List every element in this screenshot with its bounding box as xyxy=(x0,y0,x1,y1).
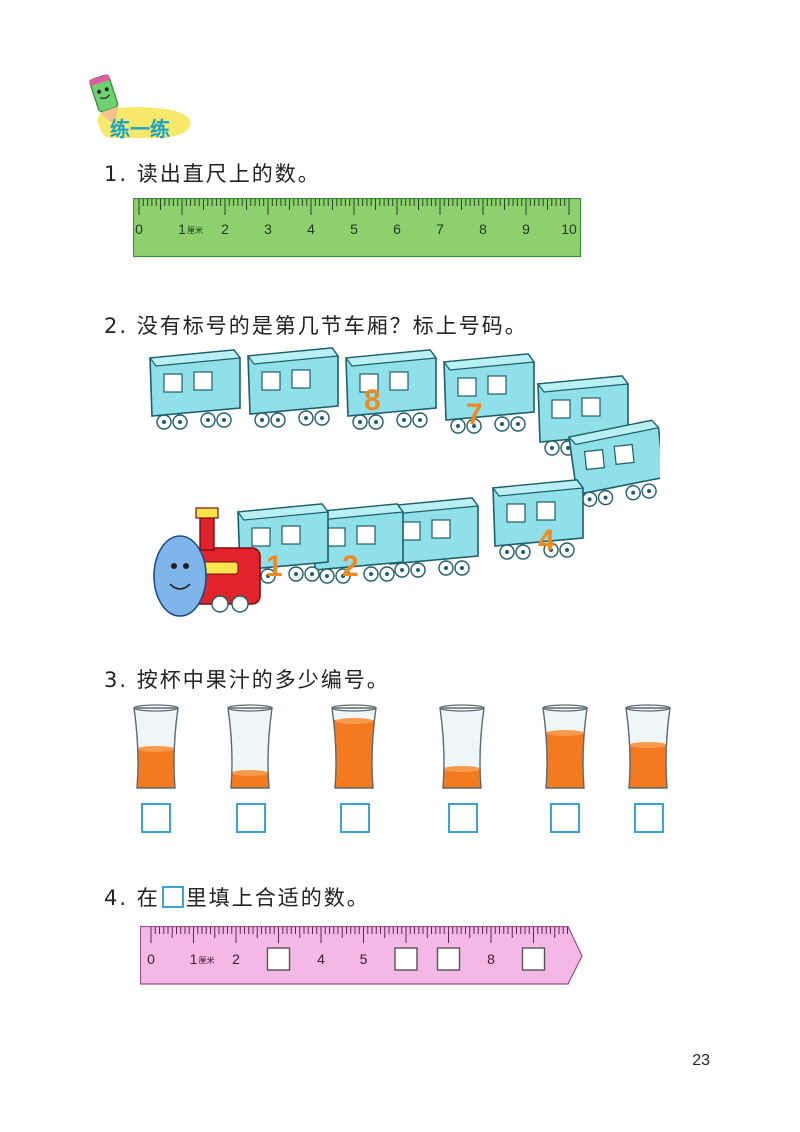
train-car xyxy=(247,347,339,428)
ruler-body xyxy=(140,926,583,985)
ruler-label: 0 xyxy=(135,221,143,237)
inline-box-icon xyxy=(161,886,184,908)
car-number: 8 xyxy=(364,384,381,417)
question-1: 1. 读出直尺上的数。 xyxy=(104,158,321,188)
answer-box[interactable] xyxy=(236,803,266,833)
answer-box[interactable] xyxy=(141,803,171,833)
ruler-label: 3 xyxy=(264,221,272,237)
question-2: 2. 没有标号的是第几节车厢？标上号码。 xyxy=(104,310,528,340)
answer-box[interactable] xyxy=(634,803,664,833)
juice-fill xyxy=(626,744,670,788)
ruler-answer-box[interactable] xyxy=(436,947,461,971)
ruler-answer-box[interactable] xyxy=(521,947,546,971)
pencil-mascot-icon xyxy=(89,74,191,138)
ruler-label: 4 xyxy=(317,951,325,967)
juice-cup xyxy=(133,704,179,789)
ruler-label: 2 xyxy=(221,221,229,237)
ruler-ticks xyxy=(138,199,570,215)
ruler-unit: 厘米 xyxy=(187,225,203,235)
ruler-label: 9 xyxy=(522,221,530,237)
train-car-8 xyxy=(345,349,437,430)
train-car-7 xyxy=(443,353,535,434)
juice-fill xyxy=(134,748,178,788)
ruler-ticks xyxy=(150,927,568,943)
ruler-label: 8 xyxy=(479,221,487,237)
ruler-unit: 厘米 xyxy=(199,955,215,965)
question-text-before: 在 xyxy=(136,886,160,910)
train-car xyxy=(149,349,241,430)
answer-box[interactable] xyxy=(550,803,580,833)
ruler-labels: 0 1 2 4 5 8 厘米 xyxy=(147,951,495,967)
ruler-label: 4 xyxy=(307,221,315,237)
question-3: 3. 按杯中果汁的多少编号。 xyxy=(104,664,390,694)
ruler-label: 1 xyxy=(178,221,186,237)
question-text: 没有标号的是第几节车厢？标上号码。 xyxy=(136,314,528,338)
juice-fill xyxy=(543,732,587,788)
juice-cup xyxy=(227,704,273,789)
ruler-label: 1 xyxy=(190,951,198,967)
section-title: 练一练 xyxy=(110,117,170,141)
page-number: 23 xyxy=(692,1052,710,1069)
car-number: 2 xyxy=(342,550,359,583)
ruler-body xyxy=(133,198,582,258)
ruler-label: 10 xyxy=(561,221,577,237)
juice-cup xyxy=(331,704,377,789)
answer-box[interactable] xyxy=(340,803,370,833)
question-number: 3. xyxy=(104,668,129,692)
train-engine xyxy=(153,507,261,617)
answer-box[interactable] xyxy=(448,803,478,833)
juice-cup xyxy=(625,704,671,789)
train-illustration: 1 2 4 7 8 xyxy=(149,347,660,617)
green-ruler: 0 1 2 3 4 5 6 7 8 9 10 厘米 xyxy=(133,198,582,258)
ruler-labels: 0 1 2 3 4 5 6 7 8 9 10 厘米 xyxy=(135,221,577,237)
ruler-label: 5 xyxy=(360,951,368,967)
juice-cup xyxy=(439,704,485,789)
ruler-answer-boxes xyxy=(266,947,546,971)
question-text: 按杯中果汁的多少编号。 xyxy=(136,668,390,692)
ruler-label: 5 xyxy=(350,221,358,237)
pink-ruler: 0 1 2 4 5 8 厘米 xyxy=(140,926,583,985)
question-text-after: 里填上合适的数。 xyxy=(185,886,370,910)
question-number: 4. xyxy=(104,886,129,910)
juice-cups xyxy=(133,704,671,789)
juice-fill xyxy=(440,768,484,788)
ruler-label: 6 xyxy=(393,221,401,237)
question-number: 1. xyxy=(104,162,129,186)
question-number: 2. xyxy=(104,314,129,338)
juice-cup xyxy=(542,704,588,789)
question-4: 4. 在 里填上合适的数。 xyxy=(104,882,370,912)
juice-fill xyxy=(332,720,376,788)
ruler-answer-box[interactable] xyxy=(266,947,291,971)
ruler-label: 7 xyxy=(436,221,444,237)
question-text: 读出直尺上的数。 xyxy=(136,162,321,186)
car-number: 1 xyxy=(266,550,283,583)
car-number: 7 xyxy=(466,398,483,431)
ruler-label: 0 xyxy=(147,951,155,967)
ruler-label: 8 xyxy=(487,951,495,967)
juice-fill xyxy=(228,772,272,788)
car-number: 4 xyxy=(538,524,555,557)
ruler-answer-box[interactable] xyxy=(394,947,418,971)
ruler-label: 2 xyxy=(232,951,240,967)
